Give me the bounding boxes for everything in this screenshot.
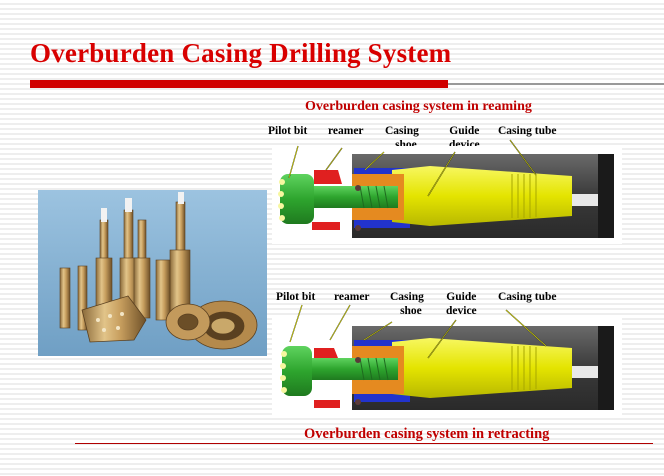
top-label-casing-shoe-line1: Casing bbox=[385, 125, 419, 137]
slide-title: Overburden Casing Drilling System bbox=[30, 38, 452, 68]
top-cross-section-diagram bbox=[272, 146, 622, 244]
drill-bits-illustration bbox=[38, 190, 267, 356]
top-label-pilot-bit: Pilot bit bbox=[268, 125, 308, 137]
bottom-label-reamer: reamer bbox=[334, 291, 370, 303]
top-diagram-caption: Overburden casing system in reaming bbox=[305, 99, 532, 114]
top-label-casing-tube: Casing tube bbox=[498, 125, 557, 137]
bottom-diagram-caption: Overburden casing system in retracting bbox=[304, 426, 550, 442]
top-label-guide-device-line1: Guide bbox=[449, 125, 480, 137]
title-underline bbox=[30, 80, 448, 88]
top-label-reamer: reamer bbox=[328, 125, 364, 137]
title-underline-extension bbox=[448, 83, 664, 85]
bottom-cross-section-diagram bbox=[272, 318, 622, 416]
retracting-assembly-drawing bbox=[280, 326, 614, 410]
bottom-rule bbox=[75, 443, 653, 444]
bottom-label-casing-shoe-line1: Casing bbox=[390, 291, 424, 303]
bottom-label-casing-shoe: Casing shoe bbox=[390, 290, 424, 318]
bottom-label-guide-device-line2: device bbox=[446, 305, 477, 317]
bottom-label-casing-tube: Casing tube bbox=[498, 291, 557, 303]
drill-bits-photo bbox=[38, 190, 267, 356]
reaming-assembly-drawing bbox=[278, 154, 614, 238]
bottom-label-guide-device-line1: Guide bbox=[446, 291, 477, 303]
bottom-label-casing-shoe-line2: shoe bbox=[400, 305, 422, 317]
bottom-label-guide-device: Guide device bbox=[446, 290, 477, 318]
bottom-label-pilot-bit: Pilot bit bbox=[276, 291, 316, 303]
